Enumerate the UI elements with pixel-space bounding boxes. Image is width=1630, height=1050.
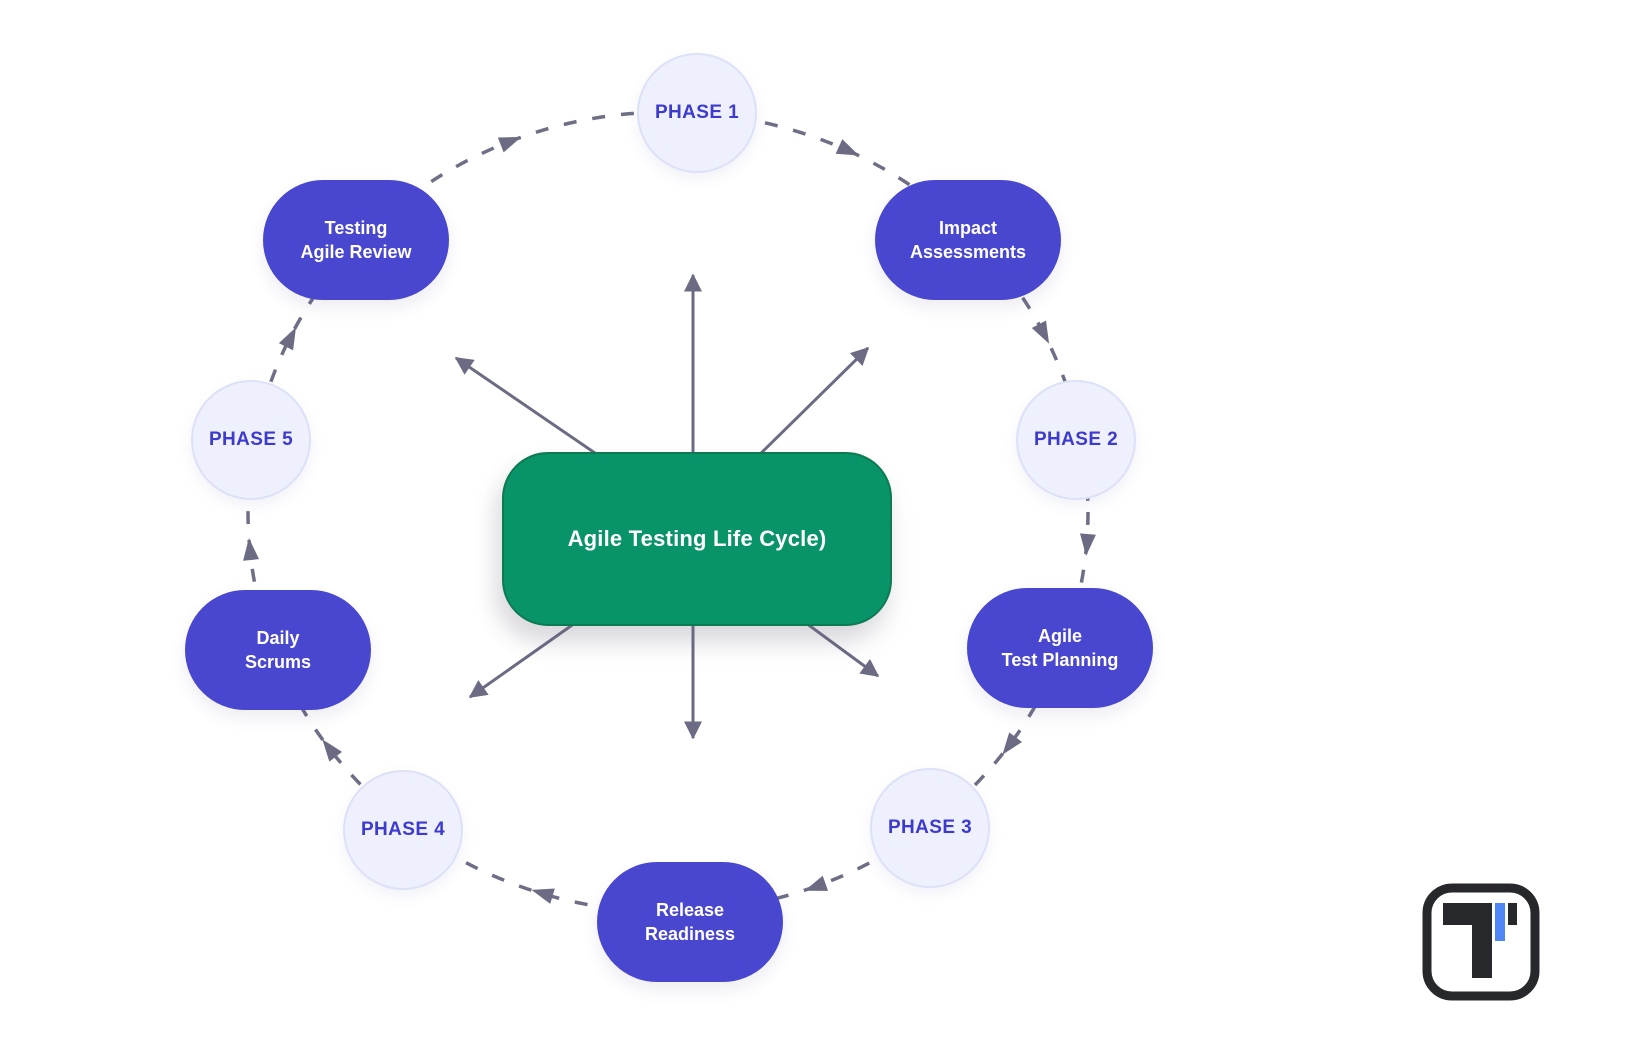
activity-pill-release-readiness: Release Readiness xyxy=(597,862,783,982)
center-node-agile-testing-life-cycle: Agile Testing Life Cycle) xyxy=(502,452,892,626)
phase-1-label: PHASE 1 xyxy=(654,102,740,123)
phase-2-label: PHASE 2 xyxy=(1033,429,1119,450)
activity-pill-impact-assessments: Impact Assessments xyxy=(875,180,1061,300)
activity-label: Agile Test Planning xyxy=(1001,625,1119,670)
arrowhead-icon xyxy=(278,327,297,351)
arrowhead-icon xyxy=(322,739,343,762)
activity-label: Release Readiness xyxy=(644,899,736,944)
phase-3-circle: PHASE 3 xyxy=(870,768,990,888)
activity-pill-testing-agile-review: Testing Agile Review xyxy=(263,180,449,300)
logo-t-glyph xyxy=(1443,903,1492,978)
phase-4-circle: PHASE 4 xyxy=(343,770,463,890)
phase-2-circle: PHASE 2 xyxy=(1016,380,1136,500)
phase-3-label: PHASE 3 xyxy=(887,817,973,838)
phase-1-circle: PHASE 1 xyxy=(637,53,757,173)
arrowhead-icon xyxy=(497,137,522,153)
activity-pill-agile-test-planning: Agile Test Planning xyxy=(967,588,1153,708)
arrowhead-icon xyxy=(835,139,860,156)
arrowhead-icon xyxy=(1031,320,1050,344)
phase-4-label: PHASE 4 xyxy=(360,819,446,840)
arrowhead-icon xyxy=(531,888,555,904)
arrowhead-icon xyxy=(804,875,829,891)
logo-small-bar xyxy=(1508,903,1517,925)
brand-logo xyxy=(1422,883,1540,1001)
activity-label: Testing Agile Review xyxy=(300,217,412,262)
phase-5-label: PHASE 5 xyxy=(208,429,294,450)
arrowhead-icon xyxy=(1079,533,1096,556)
activity-label: Impact Assessments xyxy=(909,217,1027,262)
arrowhead-icon xyxy=(243,538,260,561)
ring-arrowhead-icons xyxy=(243,137,1096,904)
activity-label: Daily Scrums xyxy=(244,627,312,672)
phase-5-circle: PHASE 5 xyxy=(191,380,311,500)
center-node-label: Agile Testing Life Cycle) xyxy=(567,526,827,551)
arrowhead-icon xyxy=(1002,732,1023,755)
logo-blue-bar xyxy=(1495,903,1505,941)
activity-pill-daily-scrums: Daily Scrums xyxy=(185,590,371,710)
